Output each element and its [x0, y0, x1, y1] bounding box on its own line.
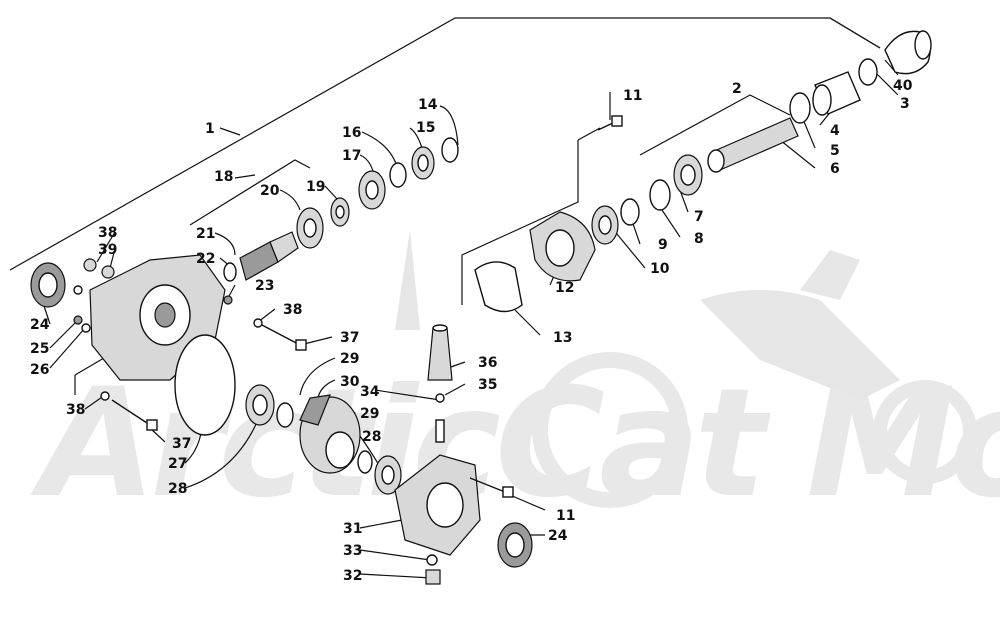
label-38-bottom: 38 [66, 402, 85, 418]
label-3: 3 [900, 96, 910, 112]
label-24-left: 24 [30, 317, 50, 333]
label-33: 33 [343, 543, 362, 559]
label-39: 39 [98, 242, 117, 258]
part-gear-7 [673, 154, 703, 196]
part-bearing-28b [374, 455, 402, 495]
part-clamp-35 [435, 393, 445, 403]
label-35: 35 [478, 377, 497, 393]
part-plug-32 [425, 569, 441, 585]
label-20: 20 [260, 183, 280, 199]
part-pin-23 [223, 295, 233, 305]
label-29-top: 29 [340, 351, 359, 367]
part-fitting-34 [435, 419, 445, 443]
label-13: 13 [553, 330, 572, 346]
part-gasket-13 [474, 261, 523, 313]
callout-labels: 1 2 3 4 5 6 7 8 9 10 11 11 12 13 14 15 1… [30, 78, 913, 584]
label-18: 18 [214, 169, 233, 185]
label-12: 12 [555, 280, 574, 296]
label-4: 4 [830, 123, 840, 139]
label-1: 1 [205, 121, 215, 137]
label-8: 8 [694, 231, 704, 247]
part-bearing-28 [245, 384, 275, 426]
part-ring-gear [299, 394, 361, 474]
label-36: 36 [478, 355, 497, 371]
label-37-lower: 37 [172, 436, 191, 452]
part-bearing-10 [591, 205, 619, 245]
label-11-bottom: 11 [556, 508, 575, 524]
part-bearing-15 [411, 146, 435, 180]
label-16: 16 [342, 125, 361, 141]
label-7: 7 [694, 209, 704, 225]
label-9: 9 [658, 237, 668, 253]
label-22: 22 [196, 251, 215, 267]
label-34: 34 [360, 384, 380, 400]
part-clamp [858, 58, 878, 86]
part-ring-14 [441, 137, 459, 163]
part-pinion-gear [223, 231, 299, 282]
part-bolt-37-lower [100, 391, 158, 431]
label-38-mid: 38 [283, 302, 302, 318]
label-10: 10 [650, 261, 670, 277]
label-5: 5 [830, 143, 840, 159]
label-17: 17 [342, 148, 361, 164]
label-25: 25 [30, 341, 49, 357]
label-32: 32 [343, 568, 362, 584]
part-bearing-20 [296, 207, 324, 249]
label-31: 31 [343, 521, 362, 537]
label-19: 19 [306, 179, 325, 195]
label-21: 21 [196, 226, 215, 242]
label-26: 26 [30, 362, 49, 378]
label-2: 2 [732, 81, 742, 97]
part-ring [789, 92, 811, 124]
part-seal-8 [649, 179, 671, 211]
label-6: 6 [830, 161, 840, 177]
part-snap-ring [620, 198, 640, 226]
label-27: 27 [168, 456, 187, 472]
part-shim-29b [357, 450, 373, 474]
part-bolt-11b [469, 477, 514, 498]
label-28-right: 28 [362, 429, 381, 445]
part-plug-25 [73, 315, 83, 325]
label-23: 23 [255, 278, 274, 294]
part-gear-case-cover [394, 454, 481, 556]
part-ring-16 [389, 162, 407, 188]
label-40: 40 [893, 78, 913, 94]
label-15: 15 [416, 120, 435, 136]
part-pinion-shaft [707, 117, 799, 173]
part-shim-29 [276, 402, 294, 428]
label-38-top: 38 [98, 225, 117, 241]
part-washer-26 [81, 323, 91, 333]
part-bushing-19 [330, 197, 350, 227]
label-28-left: 28 [168, 481, 187, 497]
parts [30, 30, 932, 585]
label-29-mid: 29 [360, 406, 379, 422]
part-oring-27 [174, 334, 236, 436]
part-bolt-11 [597, 115, 623, 131]
part-seal-24-right [497, 522, 533, 568]
part-bearing-17 [358, 170, 386, 210]
label-37-upper: 37 [340, 330, 359, 346]
part-nut-39 [83, 258, 97, 272]
part-seal-24-left [30, 262, 66, 308]
label-14: 14 [418, 97, 438, 113]
part-washer-38a [73, 285, 83, 295]
label-30: 30 [340, 374, 360, 390]
part-coupler [812, 71, 861, 116]
label-11-top: 11 [623, 88, 642, 104]
label-24-right: 24 [548, 528, 568, 544]
part-washer-33 [426, 554, 438, 566]
part-boot [884, 30, 932, 75]
part-breather [427, 324, 453, 381]
part-housing-cover [529, 211, 596, 282]
part-bolt-37-upper [253, 318, 307, 351]
part-nut-39b [101, 265, 115, 279]
